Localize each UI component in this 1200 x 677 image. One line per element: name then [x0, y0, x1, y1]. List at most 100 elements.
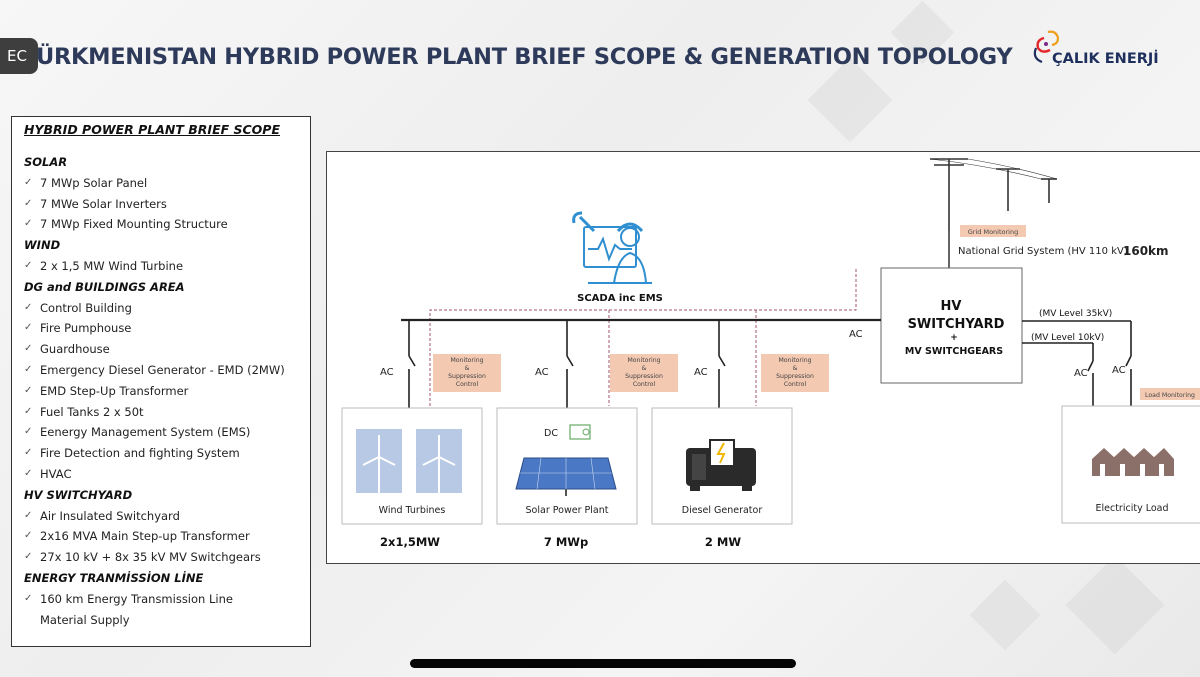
power-line-icon: [929, 158, 1058, 231]
load-ac-label: AC: [1112, 365, 1126, 376]
plant-capacity: 2x1,5MW: [380, 535, 440, 549]
checkmark-icon: ✓: [24, 363, 33, 375]
plant-name: Solar Power Plant: [526, 505, 609, 516]
checkmark-icon: ✓: [24, 197, 33, 209]
scope-panel: HYBRID POWER PLANT BRIEF SCOPE SOLAR✓7 M…: [11, 116, 311, 647]
scope-item: ✓ Emergency Diesel Generator - EMD (2MW): [24, 360, 306, 381]
scada-label: SCADA inc EMS: [577, 293, 663, 304]
grid-distance-label: 160km: [1123, 244, 1169, 258]
load-monitoring-label: Load Monitoring: [1145, 392, 1195, 399]
load-ac-label: AC: [1074, 368, 1088, 379]
scope-section-heading: HV SWITCHYARD: [24, 487, 133, 502]
plant-capacity: 2 MW: [705, 535, 741, 549]
checkmark-icon: ✓: [24, 218, 33, 230]
scope-section-heading: DG and BUILDINGS AREA: [24, 279, 185, 294]
scope-item: ✓ 7 MWp Solar Panel: [24, 173, 306, 194]
scope-item: ✓Air Insulated Switchyard: [24, 506, 306, 527]
dc-label: DC: [544, 428, 558, 439]
checkmark-icon: ✓: [24, 530, 33, 542]
feeder-ac-label: AC: [694, 367, 708, 378]
scope-item: ✓ 27x 10 kV + 8x 35 kV MV Switchgears: [24, 547, 306, 568]
national-grid-label: National Grid System (HV 110 kV): [958, 246, 1128, 257]
feeder-ac-label: AC: [535, 367, 549, 378]
scope-item-label: HVAC: [40, 466, 72, 481]
scope-item-label: 2 x 1,5 MW Wind Turbine: [40, 258, 184, 273]
scope-section-heading: WIND: [24, 238, 61, 253]
monitoring-dashed-lines: [429, 268, 857, 406]
scope-item: ✓ 2 x 1,5 MW Wind Turbine: [24, 256, 306, 277]
plant-capacity: 7 MWp: [544, 535, 588, 549]
switchyard-label: SWITCHYARD: [908, 317, 1005, 332]
scope-item-label: 7 MWe Solar Inverters: [40, 196, 167, 211]
scope-item: ✓Control Building: [24, 298, 306, 319]
solar-panel-icon: [515, 457, 617, 496]
scope-item-label: Eenergy Management System (EMS): [40, 425, 251, 440]
scope-item-label: 7 MWp Solar Panel: [40, 175, 148, 190]
mv-switchgears-label: MV SWITCHGEARS: [905, 346, 1003, 357]
scope-item-label: Guardhouse: [40, 342, 110, 357]
checkmark-icon: ✓: [24, 551, 33, 563]
plant-name: Diesel Generator: [682, 505, 763, 516]
scope-item: ✓EMD Step-Up Transformer: [24, 381, 306, 402]
houses-icon: [1092, 448, 1174, 476]
recording-badge: EC: [0, 38, 38, 74]
scope-item: ✓ Guardhouse: [24, 339, 306, 360]
checkmark-icon: ✓: [24, 405, 33, 417]
scope-item: ✓ Eenergy Management System (EMS): [24, 422, 306, 443]
grid-monitoring-box: [960, 225, 1026, 237]
checkmark-icon: ✓: [24, 322, 33, 334]
background-diamond: [807, 57, 893, 143]
feeder-ac-label: AC: [380, 367, 394, 378]
load-monitoring-box: [1140, 388, 1200, 400]
hv-switchyard-box: [880, 267, 1023, 384]
scope-item: ✓Fire Pumphouse: [24, 318, 306, 339]
scope-item-label: EMD Step-Up Transformer: [40, 383, 189, 398]
scope-item-label: 7 MWp Fixed Mounting Structure: [40, 217, 228, 232]
scope-item: ✓ Fire Detection and fighting System: [24, 443, 306, 464]
hv-label: HV: [941, 299, 962, 314]
bus-ac-label: AC: [849, 329, 863, 340]
checkmark-icon: ✓: [24, 176, 33, 188]
checkmark-icon: ✓: [24, 259, 33, 271]
diesel-generator-icon: [686, 439, 756, 491]
checkmark-icon: ✓: [24, 301, 33, 313]
scope-item: ✓2x16 MVA Main Step-up Transformer: [24, 526, 306, 547]
calik-logo-icon: [1033, 30, 1060, 64]
background-diamond: [1065, 555, 1165, 655]
scope-section-heading: ENERGY TRANMİSSİON LİNE: [24, 570, 204, 585]
logo-text: ÇALIK ENERJİ: [1052, 51, 1159, 67]
scope-item-label: 27x 10 kV + 8x 35 kV MV Switchgears: [40, 550, 261, 565]
checkmark-icon: ✓: [24, 426, 33, 438]
mv-lines: [1022, 320, 1132, 406]
scada-engineer-icon: [572, 211, 652, 284]
scope-list: SOLAR✓7 MWp Solar Panel✓7 MWe Solar Inve…: [24, 152, 306, 630]
grid-monitoring-label: Grid Monitoring: [968, 228, 1018, 236]
scope-item: ✓160 km Energy Transmission Line: [24, 589, 306, 610]
page-title: ÜRKMENISTAN HYBRID POWER PLANT BRIEF SCO…: [36, 44, 1013, 70]
scope-item-label: Fuel Tanks 2 x 50t: [40, 404, 144, 419]
scope-item: ✓ 7 MWe Solar Inverters: [24, 194, 306, 215]
scope-item: ✓ 7 MWp Fixed Mounting Structure: [24, 214, 306, 235]
mv-10-label: (MV Level 10kV): [1031, 333, 1104, 343]
home-indicator[interactable]: [410, 659, 796, 668]
checkmark-icon: ✓: [24, 467, 33, 479]
topology-diagram: Grid Monitoring National Grid System (HV…: [326, 151, 1200, 564]
scope-item-label: Emergency Diesel Generator - EMD (2MW): [40, 362, 285, 377]
scope-item-label: 160 km Energy Transmission Line: [40, 591, 233, 606]
scope-item: ✓ Fuel Tanks 2 x 50t: [24, 402, 306, 423]
background-diamond: [969, 579, 1041, 651]
scope-item-label: Air Insulated Switchyard: [40, 508, 180, 523]
wind-turbine-icon: [356, 429, 462, 493]
scope-item-label: Fire Detection and fighting System: [40, 446, 240, 461]
inverter-icon: [569, 424, 591, 440]
checkmark-icon: ✓: [24, 343, 33, 355]
checkmark-icon: ✓: [24, 447, 33, 459]
mv-35-label: (MV Level 35kV): [1039, 309, 1112, 319]
scope-item: ✓ HVAC: [24, 464, 306, 485]
plant-name: Wind Turbines: [379, 505, 446, 516]
